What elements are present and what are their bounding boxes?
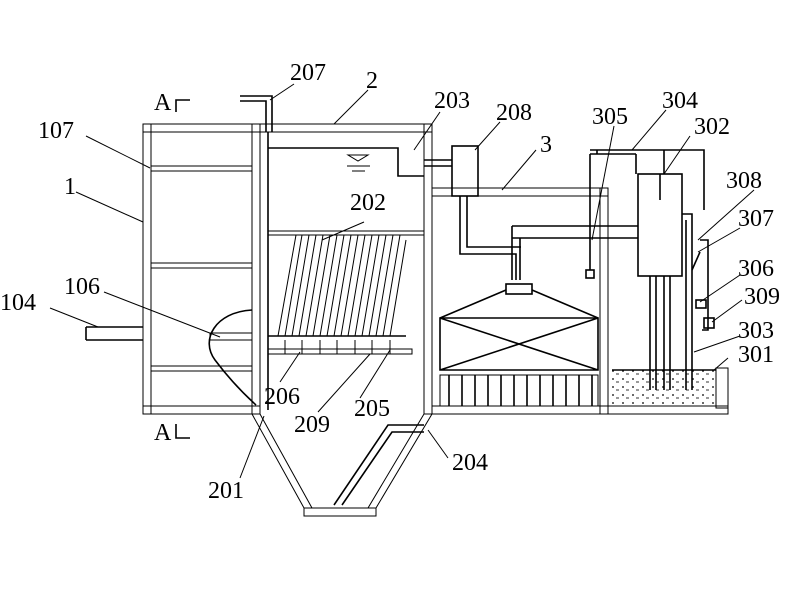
label-208: 208 bbox=[496, 100, 532, 126]
shelf-1 bbox=[150, 165, 253, 172]
label-301: 301 bbox=[738, 342, 774, 368]
label-205: 205 bbox=[354, 396, 390, 422]
pump-208 bbox=[451, 145, 479, 197]
label-104: 104 bbox=[0, 290, 36, 316]
inclined-plates-202 bbox=[267, 230, 425, 337]
shelf-3 bbox=[150, 365, 253, 372]
label-1: 1 bbox=[64, 174, 76, 200]
label-209: 209 bbox=[294, 412, 330, 438]
label-201: 201 bbox=[208, 478, 244, 504]
unit-2-settler bbox=[240, 95, 433, 517]
valve-309 bbox=[703, 317, 715, 329]
label-303: 303 bbox=[738, 318, 774, 344]
label-2: 2 bbox=[366, 68, 378, 94]
reference-numerals: 107 1 106 104 207 2 203 208 3 202 206 20… bbox=[0, 60, 780, 504]
label-3: 3 bbox=[540, 132, 552, 158]
label-307: 307 bbox=[738, 206, 774, 232]
inlet-pipe-104 bbox=[85, 326, 143, 341]
label-203: 203 bbox=[434, 88, 470, 114]
label-202: 202 bbox=[350, 190, 386, 216]
section-marks: A A bbox=[154, 90, 190, 446]
label-302: 302 bbox=[694, 114, 730, 140]
shelf-2 bbox=[150, 262, 253, 269]
label-308: 308 bbox=[726, 168, 762, 194]
unit-301-tank bbox=[590, 149, 729, 415]
unit-3-reactor bbox=[424, 145, 638, 415]
label-304: 304 bbox=[662, 88, 698, 114]
label-204: 204 bbox=[452, 450, 488, 476]
label-305: 305 bbox=[592, 104, 628, 130]
label-a-bottom: A bbox=[154, 420, 172, 446]
label-106: 106 bbox=[64, 274, 100, 300]
label-107: 107 bbox=[38, 118, 74, 144]
label-a-top: A bbox=[154, 90, 172, 116]
label-306: 306 bbox=[738, 256, 774, 282]
unit-1-column bbox=[85, 123, 261, 415]
leader-lines bbox=[49, 83, 755, 479]
label-206: 206 bbox=[264, 384, 300, 410]
baffle-106 bbox=[209, 332, 253, 341]
label-207: 207 bbox=[290, 60, 326, 86]
label-309: 309 bbox=[744, 284, 780, 310]
